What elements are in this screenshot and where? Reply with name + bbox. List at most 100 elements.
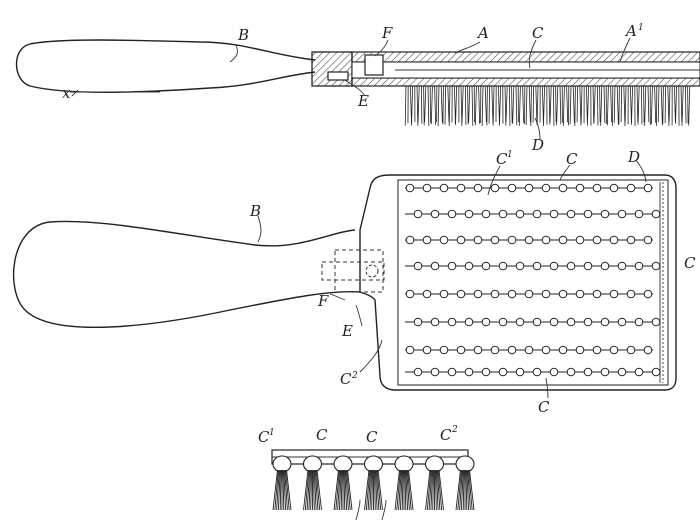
fig2-tuft bbox=[405, 183, 415, 193]
fig1-bristle-stroke bbox=[467, 85, 469, 125]
fig1-bristle-stroke bbox=[518, 85, 521, 126]
fig3-tuft-bristle bbox=[312, 469, 315, 511]
fig2-tuft bbox=[515, 367, 525, 377]
fig1-bristle-stroke bbox=[512, 85, 515, 124]
fig3-tuft-cap bbox=[302, 455, 323, 473]
fig2-tuft bbox=[473, 345, 483, 355]
fig3-tuft-bristle bbox=[340, 469, 343, 511]
fig2-tuft bbox=[498, 261, 508, 271]
fig1-label-B: B bbox=[237, 26, 249, 44]
fig1-bristle-stroke bbox=[481, 85, 484, 126]
fig2-label-C1-sup: 1 bbox=[507, 150, 513, 160]
fig1-bristle-stroke bbox=[536, 85, 539, 125]
fig2-tuft bbox=[583, 317, 593, 327]
fig1-bristle-stroke bbox=[631, 85, 633, 123]
fig2-plate bbox=[397, 179, 669, 386]
fig2-tuft bbox=[498, 367, 508, 377]
fig2-tuft bbox=[430, 317, 440, 327]
fig1-bristle-stroke bbox=[484, 85, 487, 123]
fig2-tuft bbox=[524, 183, 534, 193]
fig3-label-C-mid: C bbox=[366, 428, 378, 446]
fig3-tuft-bristle bbox=[284, 469, 288, 511]
fig3-tuft-bristle bbox=[346, 469, 351, 511]
fig3-tuft-bristle bbox=[469, 469, 475, 511]
fig3-label-C2: C bbox=[440, 426, 452, 444]
fig1-handle bbox=[15, 39, 316, 93]
fig1-bristle-stroke bbox=[606, 85, 609, 126]
fig2-tuft bbox=[583, 209, 593, 219]
fig1-label-x: x bbox=[62, 84, 71, 102]
fig3-tuft-bristle bbox=[432, 469, 435, 511]
fig1-bristle-stroke bbox=[465, 85, 467, 125]
fig1-bristle-stroke bbox=[600, 85, 603, 126]
fig2-tuft bbox=[456, 235, 466, 245]
fig1-bristle-stroke bbox=[685, 85, 687, 124]
fig1-bristle-stroke bbox=[448, 85, 451, 127]
fig1-bristle-stroke bbox=[599, 85, 601, 123]
fig2-label-E: E bbox=[341, 322, 353, 340]
fig1-latch-E bbox=[327, 71, 349, 81]
fig1-bristle-stroke bbox=[461, 85, 464, 123]
fig2-tuft bbox=[651, 209, 661, 219]
fig3-tuft-bristle bbox=[313, 469, 317, 511]
fig3-tuft-bristle bbox=[375, 469, 380, 511]
fig2-tuft bbox=[481, 261, 491, 271]
fig2-tuft bbox=[617, 261, 627, 271]
fig1-label-F: F bbox=[381, 24, 393, 42]
fig1-bristle-stroke bbox=[455, 85, 457, 125]
fig2-tuft bbox=[643, 235, 653, 245]
fig1-bristle-stroke bbox=[674, 85, 676, 124]
fig1-bristle-stroke bbox=[675, 85, 677, 124]
fig1-bristle-stroke bbox=[566, 85, 569, 123]
fig2-tuft bbox=[439, 289, 449, 299]
fig1-bristle-stroke bbox=[474, 85, 477, 126]
fig3-tuft-bristle bbox=[272, 469, 278, 511]
fig2-tuft bbox=[583, 367, 593, 377]
fig2-tuft bbox=[592, 345, 602, 355]
fig2-tuft bbox=[532, 261, 542, 271]
fig2-tuft bbox=[575, 289, 585, 299]
fig1-bristle-stroke bbox=[416, 85, 419, 126]
fig1-bristle-stroke bbox=[454, 85, 456, 125]
fig1-bristle-stroke bbox=[662, 85, 664, 124]
fig2-tuft bbox=[566, 261, 576, 271]
fig1-bristle-stroke bbox=[522, 85, 525, 123]
fig2-tuft bbox=[430, 367, 440, 377]
fig3-tuft-bristle bbox=[459, 469, 463, 511]
fig1-label-A1-sup: 1 bbox=[638, 23, 644, 33]
fig2-tuft bbox=[634, 209, 644, 219]
fig1-bristle-stroke bbox=[499, 85, 501, 124]
fig1-bristle-stroke bbox=[593, 85, 596, 124]
fig3-tuft-bristle bbox=[425, 469, 431, 511]
fig2-label-C-right: C bbox=[684, 254, 696, 272]
fig1-bristle-stroke bbox=[562, 85, 565, 126]
fig3-tuft-bristle bbox=[437, 469, 443, 511]
fig2-latch bbox=[321, 261, 385, 281]
fig2-tuft bbox=[413, 367, 423, 377]
fig1-bristle-stroke bbox=[572, 85, 575, 123]
fig2-tuft bbox=[507, 289, 517, 299]
fig1-bristle-stroke bbox=[437, 85, 440, 126]
fig2-tuft bbox=[532, 367, 542, 377]
fig2-tuft bbox=[498, 209, 508, 219]
fig2-tuft bbox=[464, 261, 474, 271]
fig1-bristle-stroke bbox=[532, 85, 534, 123]
fig2-tuft bbox=[515, 261, 525, 271]
fig1-bristle-stroke bbox=[543, 85, 545, 123]
fig1-bristle-stroke bbox=[440, 85, 443, 123]
fig2-tuft bbox=[609, 345, 619, 355]
fig1-bristle-stroke bbox=[680, 85, 683, 123]
fig1-bristle-stroke bbox=[641, 85, 643, 125]
fig2-tuft bbox=[405, 235, 415, 245]
fig1-bristle-stroke bbox=[505, 85, 508, 123]
fig2-tuft bbox=[626, 235, 636, 245]
fig2-tuft bbox=[609, 289, 619, 299]
fig3-tuft-bristle bbox=[286, 469, 292, 511]
fig1-bristle-stroke bbox=[447, 85, 450, 123]
fig3-tuft-bristle bbox=[283, 469, 287, 511]
fig1-bristle-stroke bbox=[553, 85, 555, 126]
fig1-bristle-stroke bbox=[556, 85, 559, 125]
fig1-bristle-stroke bbox=[647, 85, 650, 123]
fig1-bristle-stroke bbox=[486, 85, 488, 126]
fig2-tuft bbox=[626, 183, 636, 193]
